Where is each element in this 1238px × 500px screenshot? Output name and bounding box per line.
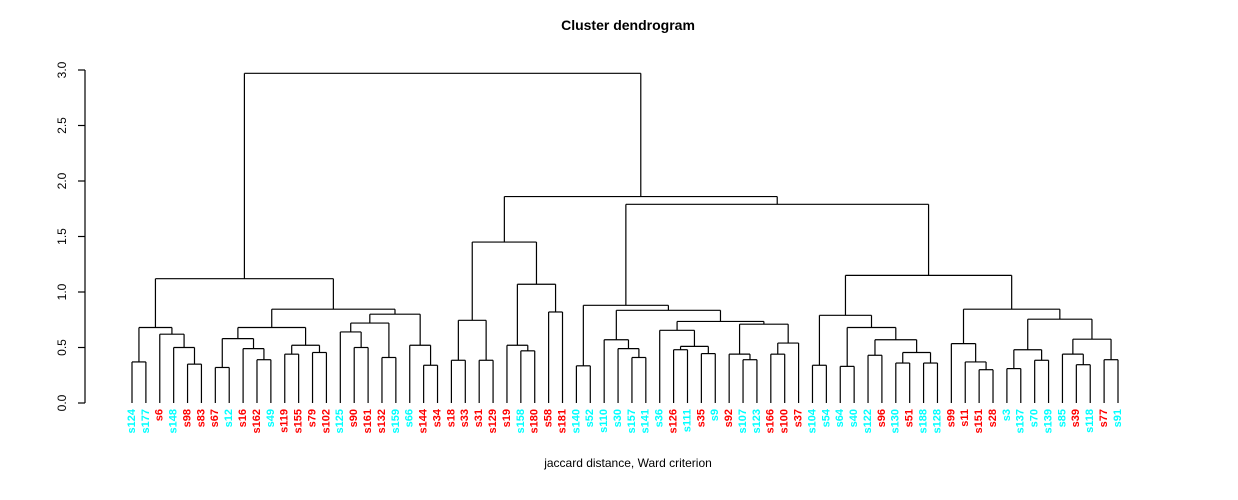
leaf-label: s12 [223, 409, 235, 427]
leaf-label: s16 [237, 409, 249, 427]
leaf-label: s111 [681, 409, 693, 432]
leaf-label: s39 [1070, 409, 1082, 427]
leaf-label: s30 [612, 409, 624, 427]
leaf-label: s139 [1042, 409, 1054, 433]
y-axis-tick-label: 1.5 [55, 228, 69, 245]
dendrogram-tree-lines [131, 72, 1119, 403]
leaf-label: s132 [376, 409, 388, 433]
leaf-label: s98 [181, 409, 193, 427]
leaf-label: s130 [890, 409, 902, 433]
y-axis-tick-label: 0.0 [55, 394, 69, 411]
y-axis-tick-label: 2.0 [55, 172, 69, 189]
leaf-label: s40 [848, 409, 860, 427]
leaf-label: s6 [154, 409, 166, 421]
x-axis-caption: jaccard distance, Ward criterion [543, 456, 712, 470]
leaf-label: s180 [529, 409, 541, 433]
leaf-label: s162 [251, 409, 263, 433]
leaf-label: s92 [723, 409, 735, 427]
leaf-label: s79 [306, 409, 318, 427]
leaf-label: s19 [501, 409, 513, 427]
leaf-label: s123 [751, 409, 763, 433]
leaf-label: s34 [431, 408, 443, 427]
leaf-label: s85 [1056, 409, 1068, 427]
leaf-label: s36 [654, 409, 666, 427]
leaf-label: s107 [737, 409, 749, 433]
leaf-label: s104 [806, 408, 818, 433]
leaf-label: s140 [570, 409, 582, 433]
leaf-label: s90 [348, 409, 360, 427]
leaf-label: s58 [543, 409, 555, 427]
leaf-label: s126 [668, 409, 680, 433]
leaf-label: s3 [1001, 409, 1013, 421]
leaf-label: s66 [404, 409, 416, 427]
leaf-label: s91 [1112, 409, 1124, 427]
leaf-label: s70 [1029, 409, 1041, 427]
leaf-label: s28 [987, 409, 999, 427]
leaf-label: s18 [445, 409, 457, 427]
leaf-label: s125 [334, 409, 346, 433]
leaf-label: s118 [1084, 409, 1096, 433]
y-axis-tick-label: 0.5 [55, 339, 69, 356]
leaf-label: s77 [1098, 409, 1110, 427]
leaf-label: s166 [765, 409, 777, 433]
y-axis-tick-label: 3.0 [55, 61, 69, 78]
leaf-label: s158 [515, 409, 527, 433]
leaf-label: s151 [973, 409, 985, 433]
y-axis: 0.0 0.5 1.0 1.5 2.0 2.5 3.0 [55, 61, 86, 411]
leaf-label: s35 [695, 409, 707, 427]
leaf-label: s64 [834, 408, 846, 427]
leaf-label: s119 [279, 409, 291, 433]
leaf-label: s141 [640, 409, 652, 433]
leaf-label: s102 [320, 409, 332, 433]
leaf-label: s31 [473, 409, 485, 427]
leaf-label: s51 [904, 409, 916, 427]
leaf-label: s148 [168, 409, 180, 433]
leaf-label: s144 [418, 408, 430, 433]
leaf-label: s122 [862, 409, 874, 433]
leaf-label: s110 [598, 409, 610, 433]
leaf-label: s54 [820, 408, 832, 427]
leaf-label: s49 [265, 409, 277, 427]
leaf-label: s37 [792, 409, 804, 427]
leaf-label: s96 [876, 409, 888, 427]
leaf-label: s128 [931, 409, 943, 433]
y-axis-tick-label: 2.5 [55, 117, 69, 134]
leaf-label: s9 [709, 409, 721, 421]
leaf-label: s83 [195, 409, 207, 427]
leaf-label: s11 [959, 409, 971, 427]
leaf-label: s188 [917, 409, 929, 433]
leaf-label: s161 [362, 409, 374, 433]
leaf-label: s155 [293, 409, 305, 433]
leaf-label: s129 [487, 409, 499, 433]
leaf-label: s177 [140, 409, 152, 433]
chart-title: Cluster dendrogram [561, 17, 695, 33]
leaf-label: s100 [779, 409, 791, 433]
y-axis-tick-label: 1.0 [55, 283, 69, 300]
leaf-label: s67 [209, 409, 221, 427]
leaf-label: s33 [459, 409, 471, 427]
leaf-label: s99 [945, 409, 957, 427]
leaf-label: s157 [626, 409, 638, 433]
leaf-label: s159 [390, 409, 402, 433]
leaf-label: s181 [556, 409, 568, 433]
leaf-label: s52 [584, 409, 596, 427]
leaf-label: s137 [1015, 409, 1027, 433]
leaf-label: s124 [126, 408, 138, 433]
